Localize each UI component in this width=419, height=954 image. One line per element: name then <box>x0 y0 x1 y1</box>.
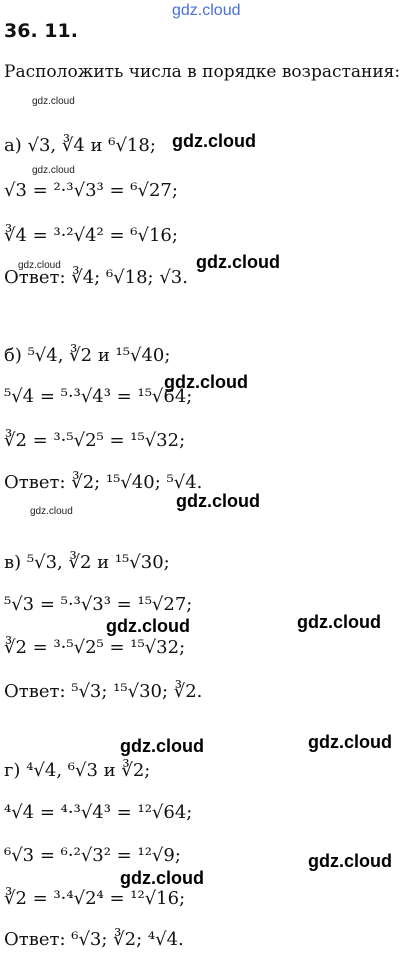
part-a-problem: а) √3, ∛4 и ⁶√18; <box>4 135 156 156</box>
exercise-title: 36. 11. <box>4 20 78 42</box>
part-b-label: б) <box>4 345 22 366</box>
site-watermark[interactable]: gdz.cloud <box>172 2 241 19</box>
part-b-line2: ∛2 = ³·⁵√2⁵ = ¹⁵√32; <box>4 430 186 451</box>
watermark-large: gdz.cloud <box>308 732 392 752</box>
part-v-line1: ⁵√3 = ⁵·³√3³ = ¹⁵√27; <box>4 594 193 615</box>
part-g-problem: г) ⁴√4, ⁶√3 и ∛2; <box>4 760 150 781</box>
part-b-answer: Ответ: ∛2; ¹⁵√40; ⁵√4. <box>4 472 203 493</box>
watermark-small: gdz.cloud <box>30 506 73 517</box>
watermark-large: gdz.cloud <box>106 616 190 636</box>
part-v-answer: Ответ: ⁵√3; ¹⁵√30; ∛2. <box>4 681 203 702</box>
part-b-problem-text: ⁵√4, ∛2 и ¹⁵√40; <box>27 345 171 366</box>
part-g-problem-text: ⁴√4, ⁶√3 и ∛2; <box>26 760 151 781</box>
part-a-problem-text: √3, ∛4 и ⁶√18; <box>27 135 156 156</box>
watermark-small: gdz.cloud <box>32 96 75 107</box>
part-g-label: г) <box>4 760 21 781</box>
watermark-large: gdz.cloud <box>308 851 392 871</box>
task-statement: Расположить числа в порядке возрастания: <box>4 62 401 82</box>
part-b-line1: ⁵√4 = ⁵·³√4³ = ¹⁵√64; <box>4 386 193 407</box>
part-v-problem: в) ⁵√3, ∛2 и ¹⁵√30; <box>4 552 170 573</box>
part-v-label: в) <box>4 552 22 573</box>
watermark-small: gdz.cloud <box>32 165 75 176</box>
part-g-answer: Ответ: ⁶√3; ∛2; ⁴√4. <box>4 929 184 950</box>
part-b-problem: б) ⁵√4, ∛2 и ¹⁵√40; <box>4 345 170 366</box>
watermark-large: gdz.cloud <box>120 736 204 756</box>
watermark-small: gdz.cloud <box>18 260 61 271</box>
part-v-problem-text: ⁵√3, ∛2 и ¹⁵√30; <box>26 552 170 573</box>
part-a-answer: Ответ: ∛4; ⁶√18; √3. <box>4 267 188 288</box>
part-a-label: а) <box>4 135 22 156</box>
watermark-large: gdz.cloud <box>176 491 260 511</box>
watermark-large: gdz.cloud <box>172 131 256 151</box>
watermark-large: gdz.cloud <box>120 868 204 888</box>
part-g-line1: ⁴√4 = ⁴·³√4³ = ¹²√64; <box>4 802 193 823</box>
part-v-line2: ∛2 = ³·⁵√2⁵ = ¹⁵√32; <box>4 637 186 658</box>
part-a-line2: ∛4 = ³·²√4² = ⁶√16; <box>4 225 178 246</box>
watermark-large: gdz.cloud <box>196 252 280 272</box>
part-g-line2: ⁶√3 = ⁶·²√3² = ¹²√9; <box>4 845 181 866</box>
watermark-large: gdz.cloud <box>164 372 248 392</box>
part-g-line3: ∛2 = ³·⁴√2⁴ = ¹²√16; <box>4 888 186 909</box>
watermark-large: gdz.cloud <box>297 612 381 632</box>
part-a-line1: √3 = ²·³√3³ = ⁶√27; <box>4 180 178 201</box>
